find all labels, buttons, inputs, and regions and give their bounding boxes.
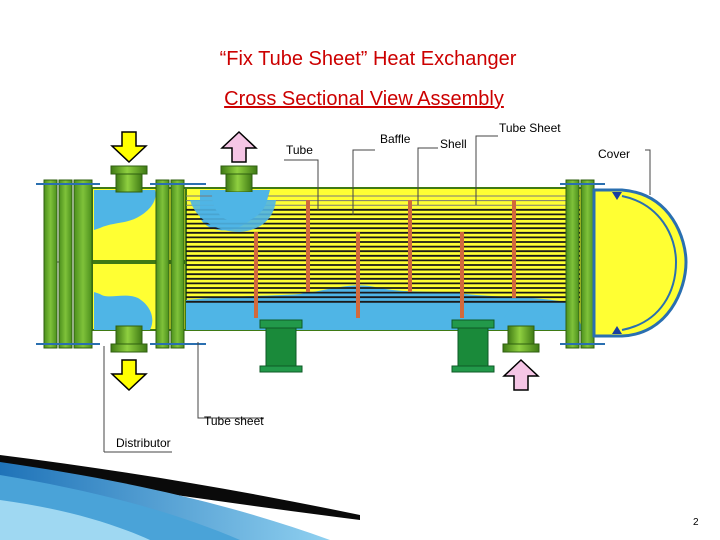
baffles [254,200,516,318]
diagram-subtitle-text: Cross Sectional View Assembly [224,88,504,110]
baffle-plate [254,232,258,318]
label-tube: Tube [286,143,313,157]
saddle-left [259,319,303,373]
label-cover: Cover [598,147,631,161]
nozzle-tube-inlet [110,165,148,193]
baffle-plate [460,232,464,318]
distributor-flanges [36,179,100,349]
label-tube-sheet-top: Tube Sheet [499,121,561,135]
shell-inlet-arrow [502,358,540,391]
nozzle-shell-inlet [502,306,544,353]
label-baffle: Baffle [380,132,411,146]
diagram-title: “Fix Tube Sheet” Heat Exchanger [219,48,517,70]
tube-outlet-arrow [110,359,148,392]
nozzle-tube-outlet [110,325,148,353]
baffle-plate [512,200,516,298]
shell-outlet-arrow [220,130,258,163]
rear-cover [592,188,688,338]
label-distributor: Distributor [116,436,171,450]
page-number: 2 [693,517,699,528]
label-shell: Shell [440,137,467,151]
decorative-swoosh [0,455,360,540]
baffle-plate [306,200,310,292]
label-tube-sheet-bottom: Tube sheet [204,414,264,428]
tube-inlet-arrow [110,131,148,164]
baffle-plate [408,200,412,292]
saddle-right [451,319,495,373]
nozzle-shell-outlet [212,165,268,222]
baffle-plate [356,232,360,318]
leader-lines [103,135,651,453]
tube-sheet-rear [560,179,605,349]
tube-sheet-front [150,179,206,349]
diagram-subtitle: Cross Sectional View Assembly [4,88,720,111]
